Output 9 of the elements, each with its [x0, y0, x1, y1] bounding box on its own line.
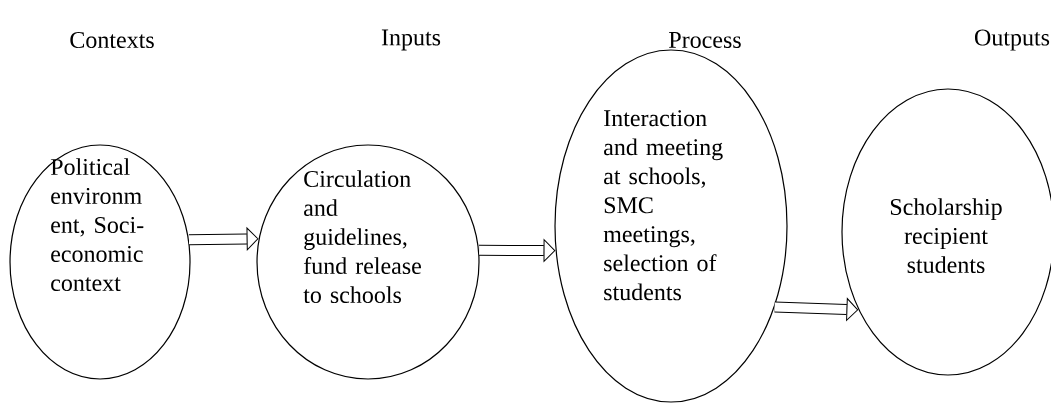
ellipse-node: Political environm ent, Soci-economic context: [9, 144, 191, 380]
block-arrow: [479, 239, 556, 262]
ellipse-node: Circulation and guidelines, fund release to schools: [256, 144, 480, 380]
block-arrow: [774, 298, 859, 321]
block-arrow: [188, 227, 259, 251]
column-heading: Inputs: [381, 29, 441, 51]
column-heading: Contexts: [70, 31, 154, 49]
column-heading: Outputs: [975, 29, 1050, 51]
ellipse-node: Interaction and meeting at schools, SMC meetings, selection of students: [554, 49, 788, 403]
